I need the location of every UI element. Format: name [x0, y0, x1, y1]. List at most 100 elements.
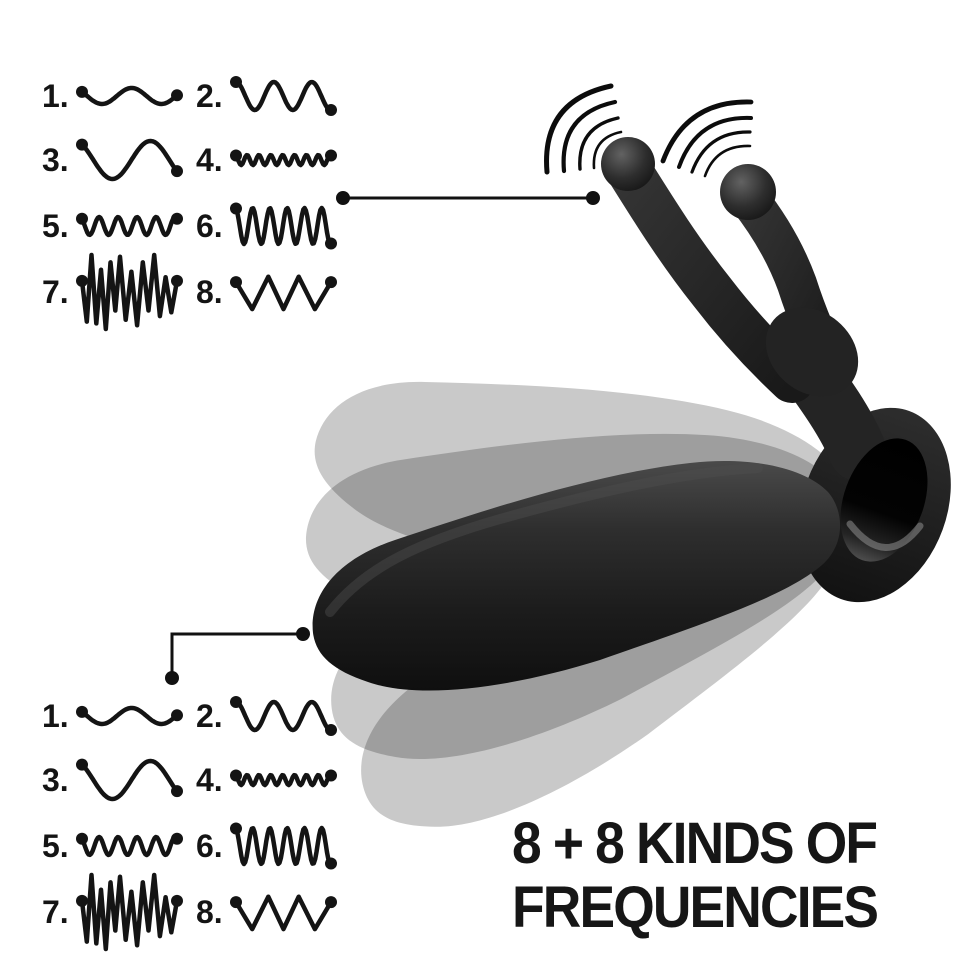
pattern-endpoint-dot [230, 276, 242, 289]
pattern-endpoint-dot [171, 165, 183, 178]
pattern-waveform [233, 825, 334, 867]
pattern-number-label: 8. [196, 274, 223, 310]
callout-dot [165, 671, 179, 685]
pattern-endpoint-dot [325, 237, 337, 250]
frequency-pattern: 1. [42, 698, 183, 734]
pattern-endpoint-dot [171, 212, 183, 225]
pattern-number-label: 1. [42, 698, 69, 734]
body-bulb [312, 461, 841, 691]
callout-dot [586, 191, 600, 205]
pattern-waveform [79, 214, 180, 238]
pattern-endpoint-dot [230, 769, 242, 782]
pattern-waveform [233, 205, 334, 247]
callout-dot [296, 627, 310, 641]
vibration-arcs-left-icon [544, 83, 623, 175]
pattern-number-label: 3. [42, 142, 69, 178]
prong-left [607, 149, 815, 403]
pattern-waveform [79, 85, 180, 107]
pattern-number-label: 7. [42, 894, 69, 930]
pattern-waveform [79, 705, 180, 727]
tip-ball-right [720, 164, 776, 220]
pattern-endpoint-dot [325, 149, 337, 162]
pattern-number-label: 6. [196, 208, 223, 244]
pattern-waveform [233, 152, 334, 168]
pattern-waveform [233, 79, 334, 113]
pattern-endpoint-dot [230, 76, 242, 89]
callout-bottom-line [170, 632, 303, 678]
pattern-endpoint-dot [76, 758, 88, 771]
frequency-pattern: 5. [42, 828, 183, 864]
frequency-pattern: 8. [196, 274, 337, 312]
frequency-pattern: 7. [42, 872, 183, 952]
pattern-endpoint-dot [325, 896, 337, 909]
pattern-waveform [79, 834, 180, 858]
pattern-number-label: 2. [196, 78, 223, 114]
pattern-endpoint-dot [171, 274, 183, 287]
headline-line-2: FREQUENCIES [512, 875, 879, 940]
pattern-endpoint-dot [230, 822, 242, 835]
frequency-pattern: 4. [196, 762, 337, 798]
pattern-endpoint-dot [325, 103, 337, 116]
pattern-waveform [79, 138, 180, 182]
pattern-number-label: 4. [196, 142, 223, 178]
pattern-number-label: 7. [42, 274, 69, 310]
pattern-endpoint-dot [230, 149, 242, 162]
pattern-endpoint-dot [325, 769, 337, 782]
pattern-number-label: 3. [42, 762, 69, 798]
pattern-endpoint-dot [76, 138, 88, 151]
frequency-pattern: 6. [196, 202, 337, 250]
frequency-pattern: 8. [196, 894, 337, 932]
pattern-endpoint-dot [76, 212, 88, 225]
pattern-endpoint-dot [76, 832, 88, 845]
frequency-pattern: 7. [42, 252, 183, 332]
pattern-number-label: 6. [196, 828, 223, 864]
pattern-endpoint-dot [76, 85, 88, 98]
pattern-endpoint-dot [325, 276, 337, 289]
body-highlight [325, 463, 763, 617]
pattern-endpoint-dot [230, 896, 242, 909]
frequency-pattern: 2. [196, 696, 337, 736]
pattern-endpoint-dot [76, 894, 88, 907]
callout-dot [336, 191, 350, 205]
pattern-endpoint-dot [230, 202, 242, 215]
handle-ring-opening [840, 438, 928, 562]
pattern-waveform [233, 274, 334, 312]
pattern-endpoint-dot [76, 274, 88, 287]
frequency-pattern: 1. [42, 78, 183, 114]
frequency-pattern-group-bottom: 1. 2. 3. 4. 5. 6. 7. 8. [42, 696, 337, 952]
pattern-number-label: 5. [42, 828, 69, 864]
prong-junction [765, 307, 859, 397]
frequency-pattern-group-top: 1. 2. 3. 4. 5. 6. 7. 8. [42, 76, 337, 332]
callout-bottom [165, 627, 310, 685]
frequency-pattern: 5. [42, 208, 183, 244]
pattern-endpoint-dot [76, 705, 88, 718]
pattern-endpoint-dot [230, 696, 242, 709]
pattern-endpoint-dot [171, 709, 183, 722]
headline-line-1: 8 + 8 KINDS OF [512, 811, 878, 876]
tip-ball-left [601, 137, 655, 191]
callout-top [336, 191, 600, 205]
ring-opening-gloss [846, 520, 924, 551]
pattern-waveform [233, 894, 334, 932]
pattern-number-label: 5. [42, 208, 69, 244]
pattern-number-label: 4. [196, 762, 223, 798]
pattern-endpoint-dot [171, 785, 183, 798]
pattern-waveform [79, 252, 180, 332]
pattern-endpoint-dot [325, 723, 337, 736]
frequency-pattern: 3. [42, 138, 183, 182]
pattern-endpoint-dot [325, 857, 337, 870]
pattern-number-label: 8. [196, 894, 223, 930]
pattern-endpoint-dot [171, 89, 183, 102]
pattern-waveform [79, 872, 180, 952]
frequency-pattern: 6. [196, 822, 337, 870]
pattern-waveform [233, 699, 334, 733]
massager-device [312, 137, 951, 691]
vibration-arcs-right-icon [660, 99, 754, 178]
pattern-waveform [79, 758, 180, 802]
frequency-pattern: 2. [196, 76, 337, 116]
frequency-pattern: 3. [42, 758, 183, 802]
pattern-endpoint-dot [171, 894, 183, 907]
pattern-waveform [233, 772, 334, 788]
pattern-number-label: 2. [196, 698, 223, 734]
